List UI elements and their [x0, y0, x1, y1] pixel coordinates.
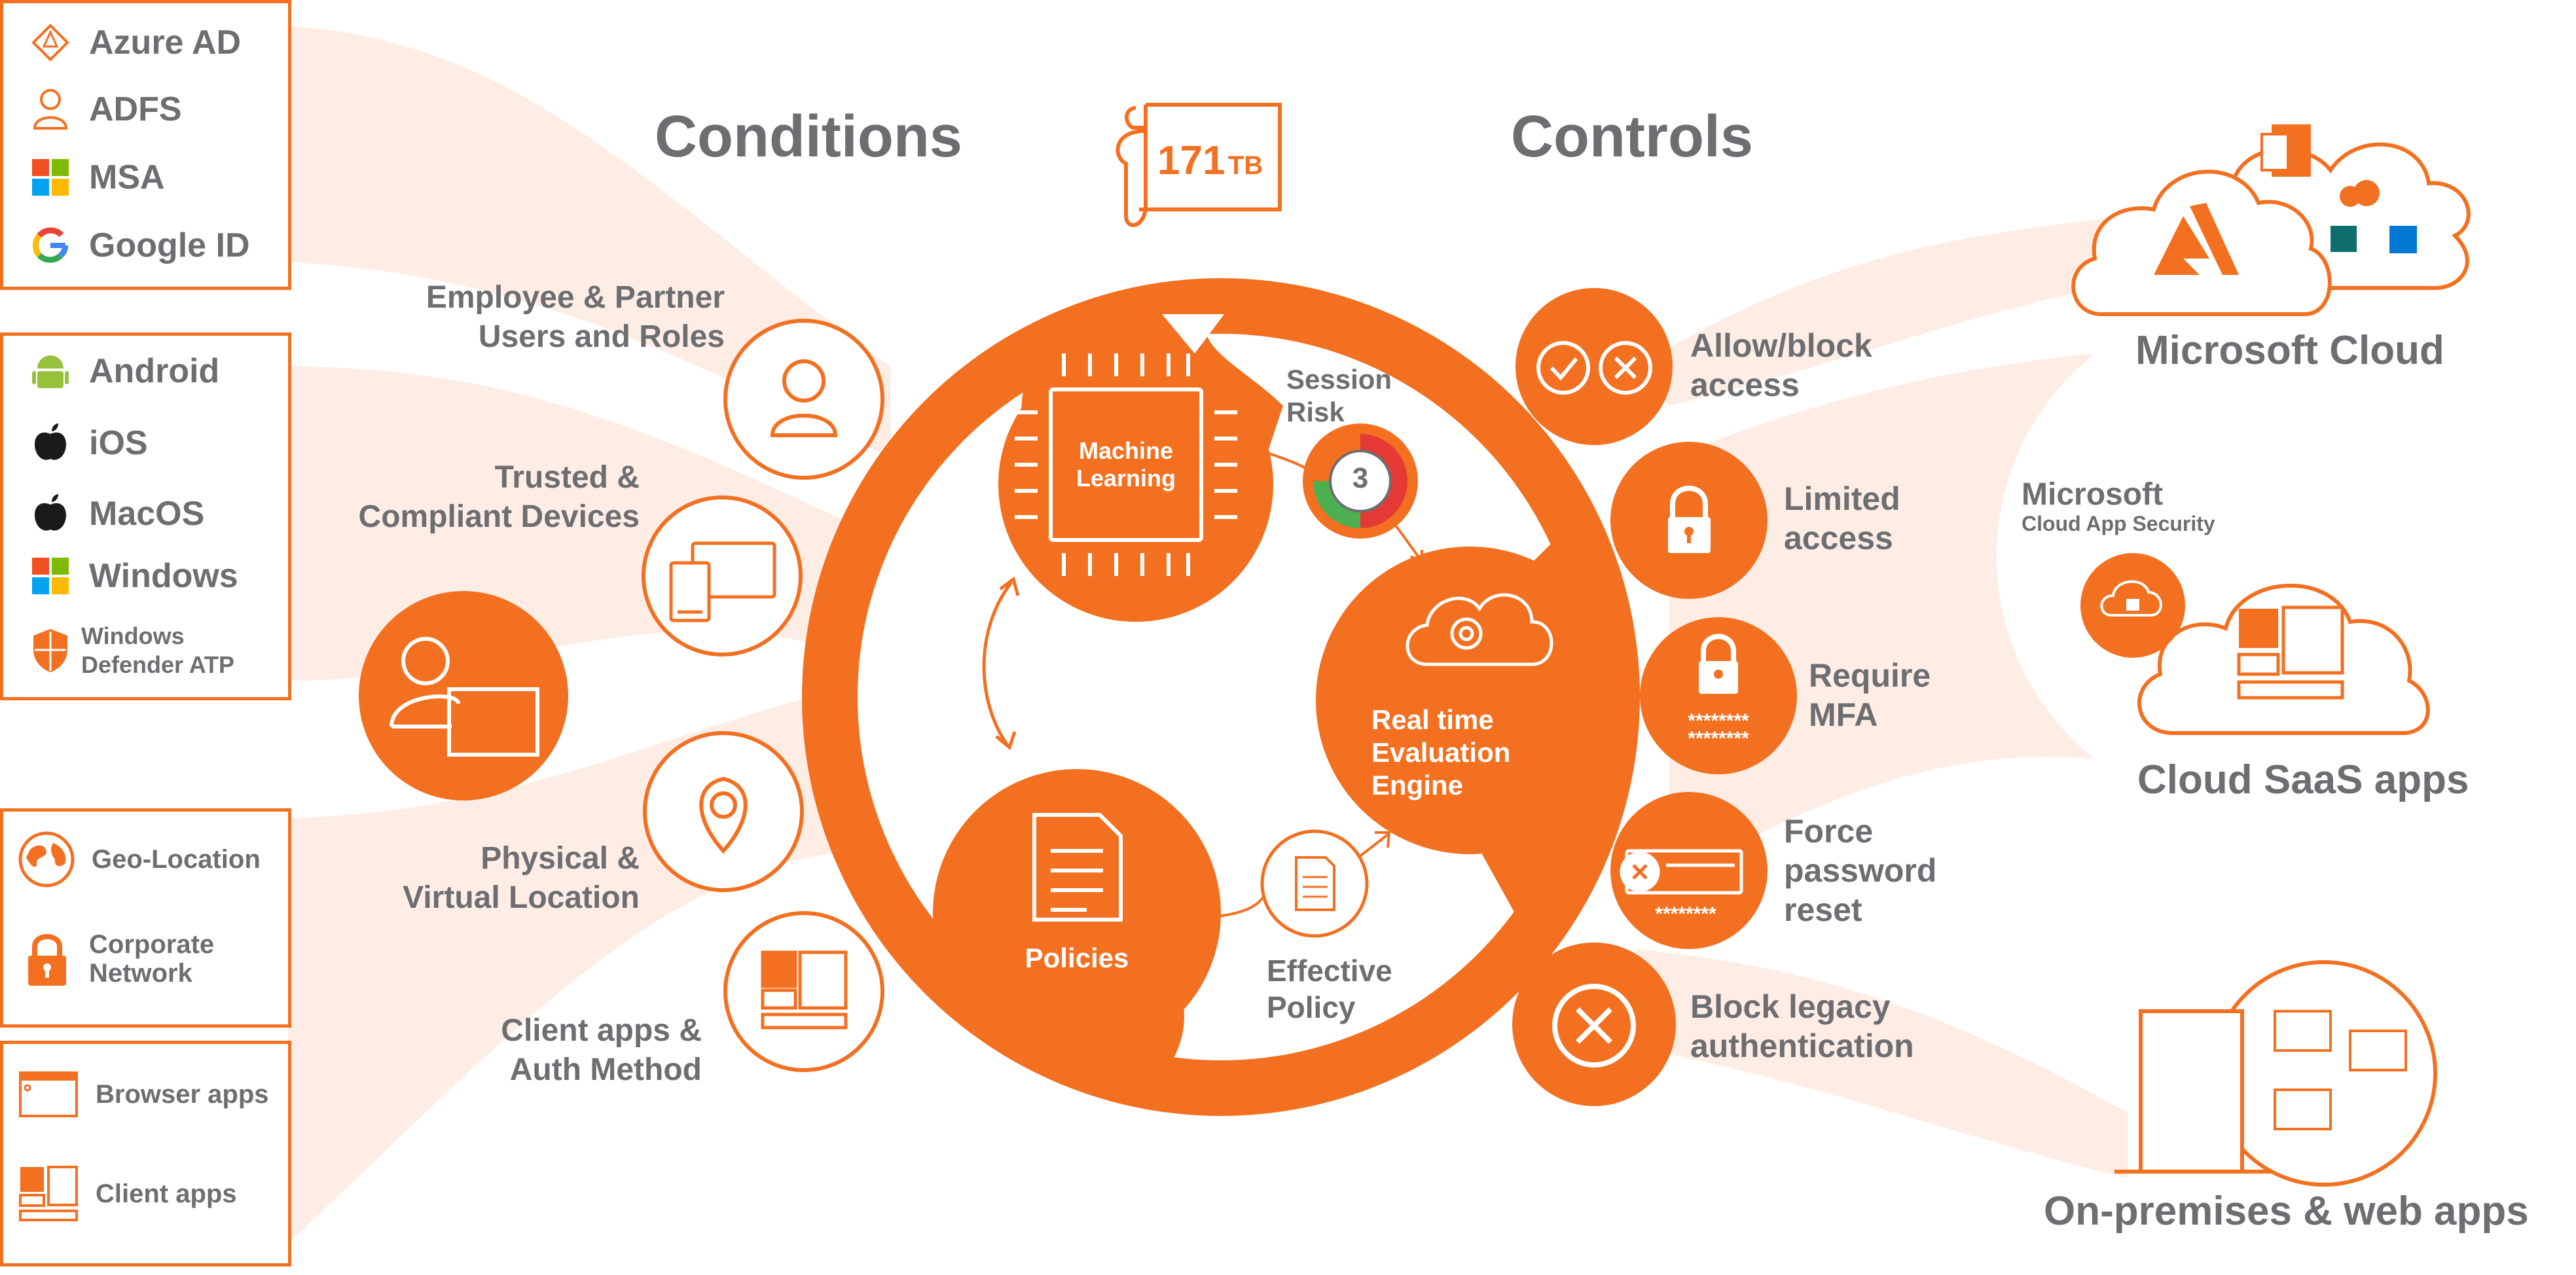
- platform-label: Windows Defender ATP: [81, 622, 235, 678]
- identity-providers-panel: [0, 0, 291, 290]
- idp-adfs: ADFS: [27, 86, 182, 132]
- control-legacy-label: Block legacy authentication: [1690, 988, 1914, 1064]
- idp-label: MSA: [89, 158, 165, 196]
- effective-policy-node: [1217, 829, 1391, 938]
- onprem-icon: [2114, 960, 2437, 1187]
- mfa-lock-icon: [1699, 634, 1738, 694]
- control-nodes: [1512, 288, 1797, 1106]
- document-icon: [1032, 813, 1123, 922]
- idp-label: Google ID: [89, 226, 250, 264]
- mfa-masked-1: ********: [1688, 710, 1749, 732]
- chip-icon: [1015, 353, 1237, 576]
- condition-client-apps-label: Client apps & Auth Method: [501, 1013, 702, 1087]
- platform-android: Android: [27, 348, 219, 394]
- condition-users-label: Employee & Partner Users and Roles: [426, 280, 725, 354]
- risk-connectors: [1263, 450, 1423, 566]
- mfa-masked-2: ********: [1688, 728, 1749, 749]
- client-apps-icon: [17, 1165, 80, 1223]
- platform-label: iOS: [89, 424, 148, 462]
- location-label: Corporate Network: [89, 930, 215, 988]
- idp-msa: MSA: [27, 154, 165, 200]
- mcas-subtitle: Cloud App Security: [2022, 512, 2215, 535]
- lock-icon: [21, 929, 73, 988]
- platform-windows: Windows: [27, 553, 238, 599]
- person-icon: [27, 86, 73, 132]
- apple-icon: [27, 420, 73, 466]
- shield-icon: [27, 628, 73, 673]
- platform-label: Android: [89, 352, 220, 390]
- control-allow-block-label: Allow/block access: [1690, 327, 1872, 403]
- apple-icon: [27, 491, 73, 537]
- storage-unit: TB: [1227, 151, 1263, 180]
- client-apps-icon: [761, 950, 848, 1030]
- platform-label: Windows: [89, 557, 238, 595]
- globe-icon: [17, 830, 76, 889]
- windows-logo-icon: [27, 553, 73, 599]
- controls-heading: Controls: [1511, 104, 1753, 170]
- windows-logo-icon: [27, 154, 73, 200]
- password-form-icon: [1620, 849, 1743, 895]
- condition-nodes: [642, 319, 884, 1072]
- control-password-label: Force password reset: [1784, 813, 1937, 928]
- user-icon: [770, 359, 838, 437]
- machine-learning-label: Machine Learning: [1076, 437, 1176, 492]
- microsoft-cloud-label: Microsoft Cloud: [2135, 328, 2444, 373]
- control-limited-label: Limited access: [1784, 480, 1900, 556]
- android-icon: [27, 348, 73, 394]
- locations-panel: [0, 808, 291, 1028]
- storage-label: 171 TB: [1157, 137, 1263, 184]
- idp-google: Google ID: [27, 223, 250, 268]
- location-geo: Geo-Location: [17, 830, 261, 889]
- control-mfa-label: Require MFA: [1809, 657, 1931, 733]
- effective-policy-label: Effective Policy: [1267, 954, 1392, 1024]
- lock-icon: [1668, 486, 1711, 553]
- evaluation-engine-label: Real time Evaluation Engine: [1371, 704, 1511, 800]
- saas-label: Cloud SaaS apps: [2137, 757, 2469, 802]
- saas-cloud-icon: [2137, 583, 2430, 735]
- platform-defender: Windows Defender ATP: [27, 622, 234, 679]
- circle-x-icon: [1552, 984, 1636, 1068]
- apptype-browser: Browser apps: [17, 1068, 269, 1121]
- azure-ad-icon: [27, 20, 73, 65]
- devices-icon: [669, 541, 776, 622]
- platform-macos: MacOS: [27, 491, 204, 537]
- check-block-icon: [1536, 341, 1652, 395]
- location-pin-icon: [699, 776, 748, 854]
- mcas-title: Microsoft: [2022, 477, 2163, 512]
- onprem-label: On-premises & web apps: [2044, 1189, 2529, 1234]
- central-ring: [802, 278, 1640, 1116]
- microsoft-cloud-icon: [2071, 124, 2471, 316]
- condition-devices-label: Trusted & Compliant Devices: [358, 460, 640, 534]
- browser-window-icon: [17, 1068, 80, 1121]
- storage-scroll-icon: [1116, 103, 1282, 227]
- idp-label: ADFS: [89, 90, 182, 128]
- mcas-node: [2080, 553, 2185, 658]
- risk-gauge: [1303, 423, 1418, 539]
- idp-azure-ad: Azure AD: [27, 20, 241, 65]
- platform-ios: iOS: [27, 420, 148, 466]
- person-desk-node: [359, 591, 568, 800]
- apptype-client: Client apps: [17, 1165, 237, 1223]
- conditions-heading: Conditions: [655, 104, 962, 170]
- risk-score: 3: [1352, 462, 1369, 494]
- policies-label: Policies: [1025, 943, 1129, 973]
- condition-location-label: Physical & Virtual Location: [403, 841, 640, 915]
- cloud-gear-icon: [1406, 593, 1553, 666]
- ring-notch: [1162, 314, 1224, 353]
- location-corporate: Corporate Network: [21, 929, 214, 988]
- double-arrow-icon: [982, 576, 1020, 751]
- idp-label: Azure AD: [89, 24, 242, 62]
- password-masked: ********: [1655, 903, 1716, 925]
- apptype-label: Client apps: [96, 1179, 237, 1208]
- location-label: Geo-Location: [92, 844, 261, 874]
- storage-value: 171: [1157, 138, 1225, 183]
- apptype-label: Browser apps: [96, 1079, 269, 1109]
- platform-label: MacOS: [89, 495, 205, 533]
- google-logo-icon: [27, 223, 73, 268]
- session-risk-label: Session Risk: [1286, 364, 1392, 427]
